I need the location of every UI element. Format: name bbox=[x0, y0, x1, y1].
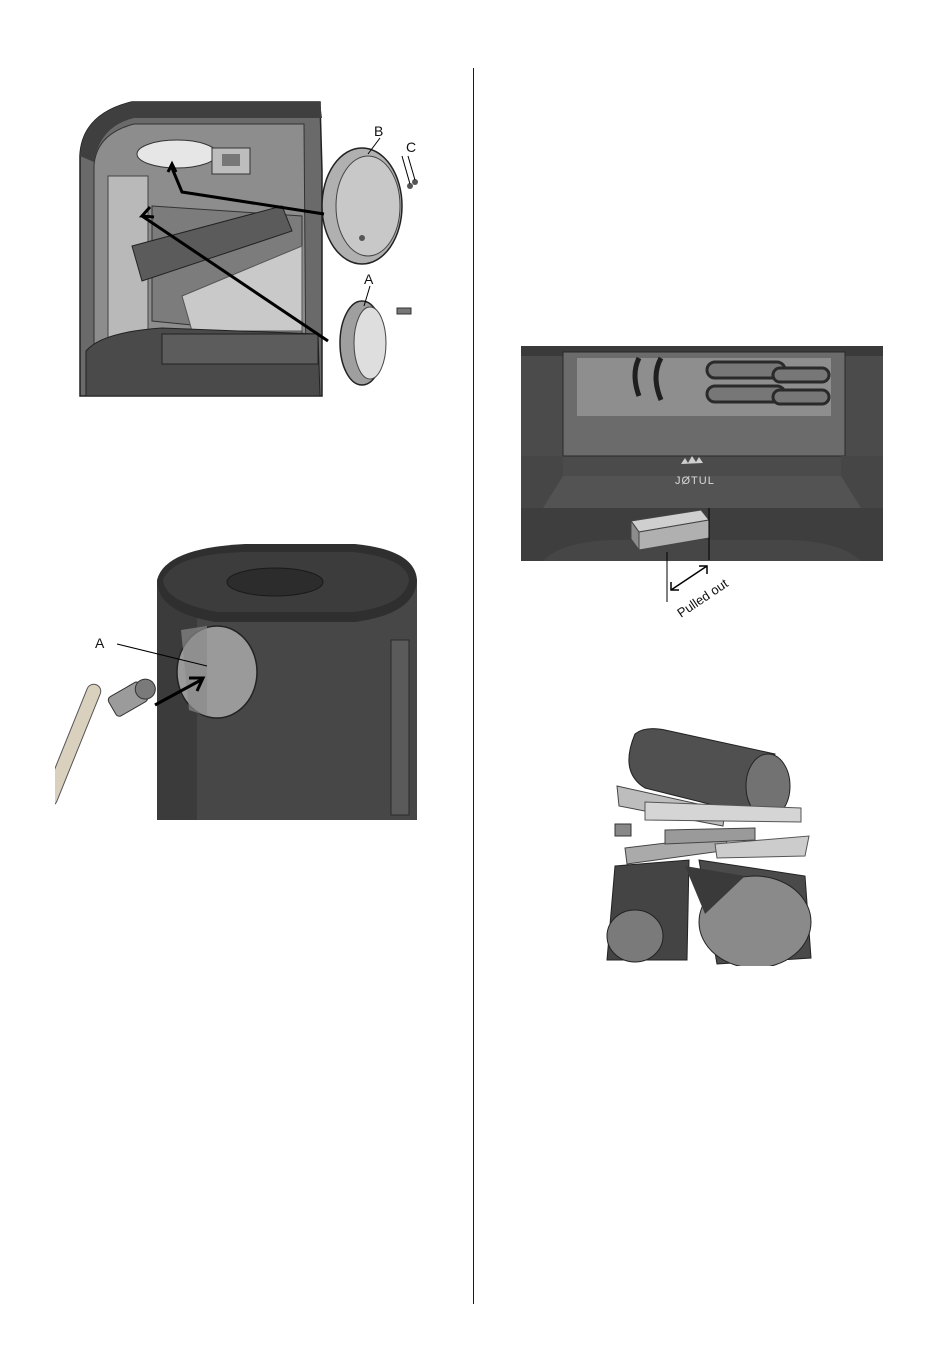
stove-interior-illustration: B C A bbox=[72, 96, 432, 406]
figure-firewood bbox=[605, 726, 820, 966]
brand-logo-text: JØTUL bbox=[675, 475, 715, 487]
figure-stove-interior: B C A bbox=[72, 96, 432, 406]
figure-ash-drawer: JØTUL Pulled out bbox=[521, 346, 883, 628]
callout-b: B bbox=[374, 123, 383, 139]
callout-c: C bbox=[406, 139, 416, 155]
knockout-hammer-illustration: A bbox=[55, 540, 425, 822]
column-divider bbox=[473, 68, 474, 1304]
callout-a: A bbox=[364, 271, 374, 287]
firewood-illustration bbox=[605, 726, 820, 966]
ash-drawer-illustration: JØTUL Pulled out bbox=[521, 346, 883, 628]
callout-a-fig2: A bbox=[95, 635, 105, 651]
figure-knockout-hammer: A bbox=[55, 540, 425, 822]
